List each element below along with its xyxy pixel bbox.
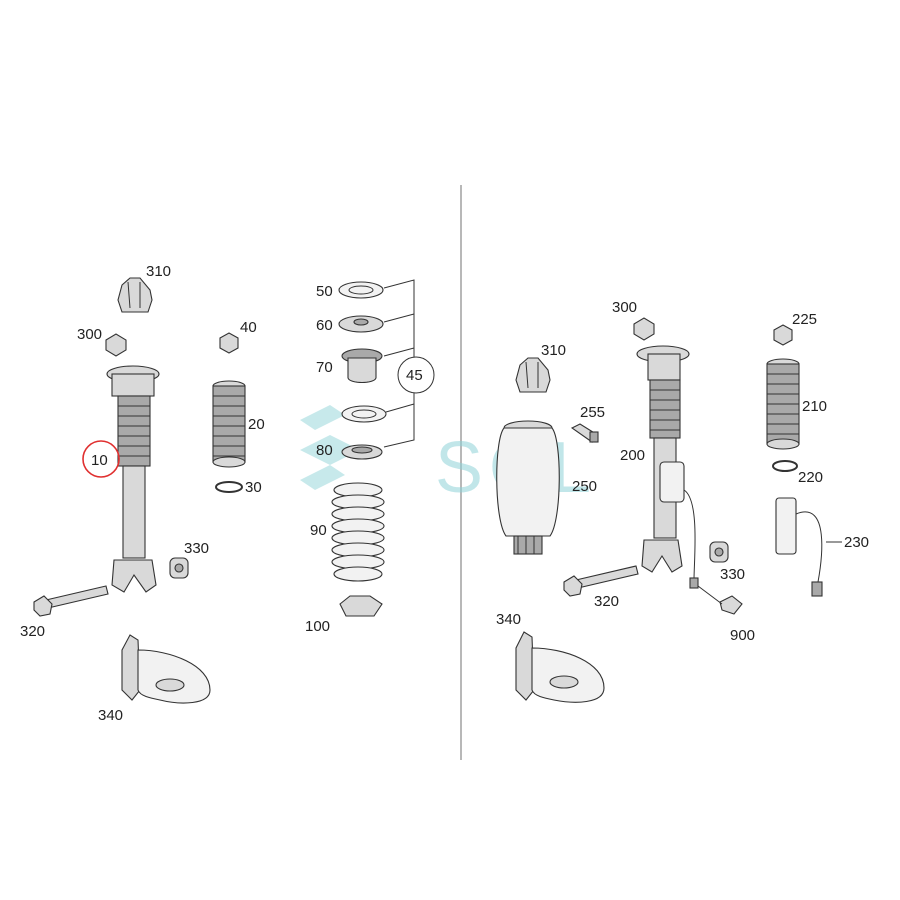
label-310-right: 310 bbox=[541, 342, 566, 359]
label-10: 10 bbox=[91, 452, 108, 469]
part-50-washer bbox=[338, 281, 384, 299]
part-225-nut bbox=[773, 324, 793, 346]
part-310-clip bbox=[117, 277, 153, 313]
part-310-clip-right bbox=[515, 357, 551, 393]
label-230: 230 bbox=[844, 534, 869, 551]
label-210: 210 bbox=[802, 398, 827, 415]
part-45-group-ring bbox=[341, 405, 387, 423]
part-90-coil-spring bbox=[331, 482, 385, 582]
part-20-dust-boot bbox=[212, 380, 246, 468]
label-900: 900 bbox=[730, 627, 755, 644]
part-330-bushing-right bbox=[709, 541, 729, 563]
part-320-bolt bbox=[33, 585, 109, 617]
label-320-right: 320 bbox=[594, 593, 619, 610]
label-20: 20 bbox=[248, 416, 265, 433]
part-60-plate bbox=[338, 315, 384, 333]
label-340: 340 bbox=[98, 707, 123, 724]
part-230-level-sensor bbox=[775, 497, 823, 597]
part-340-bracket bbox=[121, 634, 211, 704]
part-250-air-spring bbox=[496, 420, 560, 555]
label-90: 90 bbox=[310, 522, 327, 539]
label-320: 320 bbox=[20, 623, 45, 640]
part-330-bushing bbox=[169, 557, 189, 579]
label-80: 80 bbox=[316, 442, 333, 459]
part-300-nut-right bbox=[633, 317, 655, 341]
label-330: 330 bbox=[184, 540, 209, 557]
part-40-nut bbox=[219, 332, 239, 354]
part-100-lower-seat bbox=[339, 595, 383, 617]
part-255-valve bbox=[570, 423, 599, 443]
part-30-ring bbox=[215, 481, 243, 493]
label-225: 225 bbox=[792, 311, 817, 328]
part-340-bracket-right bbox=[515, 631, 605, 703]
label-255: 255 bbox=[580, 404, 605, 421]
part-300-nut bbox=[105, 333, 127, 357]
left-panel: 310 300 10 40 20 bbox=[20, 263, 435, 724]
label-300: 300 bbox=[77, 326, 102, 343]
highlight-circle-10 bbox=[82, 440, 120, 478]
label-40: 40 bbox=[240, 319, 257, 336]
label-200: 200 bbox=[620, 447, 645, 464]
label-340-right: 340 bbox=[496, 611, 521, 628]
label-330-right: 330 bbox=[720, 566, 745, 583]
part-70-mount bbox=[341, 348, 383, 384]
label-30: 30 bbox=[245, 479, 262, 496]
part-210-dust-boot bbox=[766, 358, 800, 450]
label-60: 60 bbox=[316, 317, 333, 334]
label-100: 100 bbox=[305, 618, 330, 635]
right-panel: 310 255 250 300 200 bbox=[496, 299, 869, 703]
part-200-air-strut bbox=[636, 345, 690, 573]
part-900-connector bbox=[683, 489, 743, 615]
label-50: 50 bbox=[316, 283, 333, 300]
part-80-seat bbox=[341, 444, 383, 460]
callout-circle-45 bbox=[397, 356, 435, 394]
label-70: 70 bbox=[316, 359, 333, 376]
label-45: 45 bbox=[406, 367, 423, 384]
part-320-bolt-right bbox=[563, 565, 639, 597]
label-220: 220 bbox=[798, 469, 823, 486]
label-300-right: 300 bbox=[612, 299, 637, 316]
part-10-shock-absorber bbox=[106, 365, 160, 593]
part-220-ring bbox=[772, 460, 798, 472]
label-310: 310 bbox=[146, 263, 171, 280]
label-250: 250 bbox=[572, 478, 597, 495]
